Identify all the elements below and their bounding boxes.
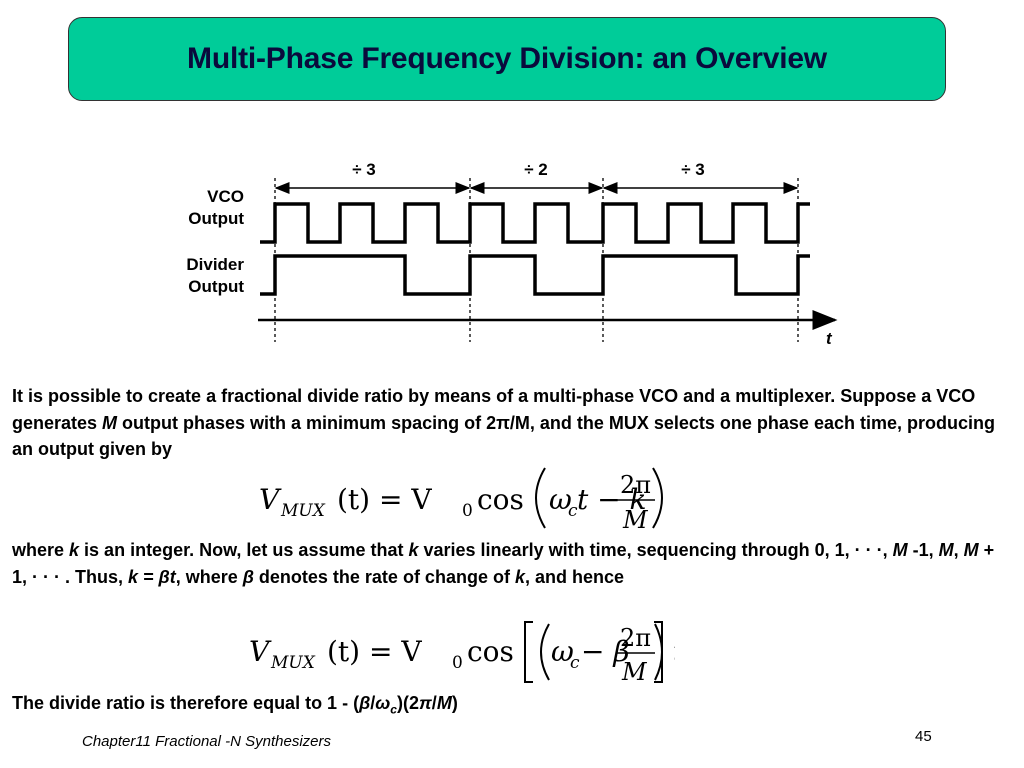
conclusion-text-2: )(2 (396, 693, 419, 713)
p2-k-1: k (69, 540, 80, 560)
conclusion-pi: π (418, 693, 432, 713)
p2-text-2: is an integer. Now, let us assume that (79, 540, 409, 560)
vco-waveform (260, 202, 810, 244)
equation-vmux-1: V MUX (t) = V 0 cos ω c t − k 2π M (259, 467, 663, 534)
p2-text-4: -1, (907, 540, 939, 560)
eq2-denominator: M (621, 658, 648, 686)
paragraph-intro-text-1: It is possible to create a fractional di… (12, 386, 976, 433)
eq1-right-paren (652, 467, 663, 529)
eq1-omega: ω (549, 483, 572, 516)
page-number: 45 (915, 728, 932, 745)
eq2-omega-sub: c (570, 653, 580, 673)
eq2-right-bracket (654, 621, 663, 683)
divider-label-line1: Divider (186, 255, 244, 274)
p2-text-8: denotes the rate of change of (253, 566, 515, 587)
eq2-minus-beta: − β (581, 635, 630, 668)
eq2-v-sub: MUX (270, 653, 316, 673)
divider-label-line2: Output (188, 277, 244, 296)
eq2-t: t (673, 635, 675, 668)
eq2-v: V (249, 635, 272, 668)
p2-text-1: where (12, 540, 70, 560)
conclusion-slash-2: / (431, 693, 437, 713)
eq2-numerator: 2π (620, 624, 651, 652)
title-banner: Multi-Phase Frequency Division: an Overv… (68, 17, 946, 101)
eq2-omega: ω (551, 635, 574, 668)
conclusion-omega: ω (375, 693, 391, 713)
eq1-left-paren (535, 467, 546, 529)
conclusion-omega-sub: c (390, 702, 397, 717)
paragraph-conclusion: The divide ratio is therefore equal to 1… (12, 690, 1012, 723)
time-axis-label: t (826, 329, 833, 348)
paragraph-intro: It is possible to create a fractional di… (12, 383, 1012, 463)
conclusion-text-1: The divide ratio is therefore equal to 1… (12, 693, 360, 713)
eq1-arg: (t) = V (337, 483, 432, 516)
eq1-v-sub: MUX (280, 501, 326, 521)
eq1-v0-sub: 0 (462, 501, 473, 521)
footer-chapter: Chapter11 Fractional -N Synthesizers (82, 733, 331, 750)
p2-text-5: , (953, 540, 964, 560)
eq2-left-paren (540, 623, 550, 681)
paragraph-linear-k: where k is an integer. Now, let us assum… (12, 537, 1012, 590)
p2-k-eq: k = βt (128, 566, 176, 587)
interval-1: ÷ 3 (274, 160, 471, 194)
eq1-v: V (259, 483, 282, 516)
p2-m-3: M (963, 540, 979, 560)
slide-title: Multi-Phase Frequency Division: an Overv… (187, 42, 827, 75)
interval-3: ÷ 3 (602, 160, 799, 194)
timing-diagram: VCO Output Divider Output ÷ 3 ÷ 2 ÷ 3 t (186, 160, 838, 348)
equation-vmux-2: V MUX (t) = V 0 cos ω c − β 2π M t (249, 621, 675, 686)
p2-text-3: varies linearly with time, sequencing th… (418, 540, 893, 560)
variable-m: M (102, 412, 118, 433)
eq1-cos: cos (477, 483, 524, 516)
conclusion-beta: β (359, 693, 371, 713)
interval-2-label: ÷ 2 (524, 160, 548, 179)
p2-text-6: + 1, · · · . Thus, (12, 540, 995, 587)
p2-m-1: M (892, 540, 908, 560)
interval-3-label: ÷ 3 (681, 160, 705, 179)
conclusion-slash: / (370, 693, 376, 713)
vco-label-line1: VCO (207, 187, 244, 206)
vco-label-line2: Output (188, 209, 244, 228)
p2-text-9: , and hence (524, 566, 624, 587)
p2-beta: β (242, 566, 254, 587)
divider-waveform (260, 254, 810, 296)
p2-text-7: , where (175, 566, 243, 587)
p2-k-2: k (408, 540, 419, 560)
eq2-cos: cos (467, 635, 514, 668)
paragraph-intro-text-2: output phases with a minimum spacing of … (12, 412, 995, 460)
interval-2: ÷ 2 (469, 160, 604, 194)
eq2-v0-sub: 0 (452, 653, 463, 673)
eq1-omega-sub: c (568, 501, 578, 521)
eq1-numerator: 2π (620, 471, 651, 499)
p2-m-2: M (938, 540, 954, 560)
conclusion-m: M (436, 693, 452, 713)
eq2-arg: (t) = V (327, 635, 422, 668)
conclusion-text-3: ) (451, 693, 458, 713)
eq1-denominator: M (622, 506, 649, 534)
p2-k-3: k (514, 566, 525, 587)
eq2-left-bracket (524, 621, 533, 683)
interval-1-label: ÷ 3 (352, 160, 376, 179)
